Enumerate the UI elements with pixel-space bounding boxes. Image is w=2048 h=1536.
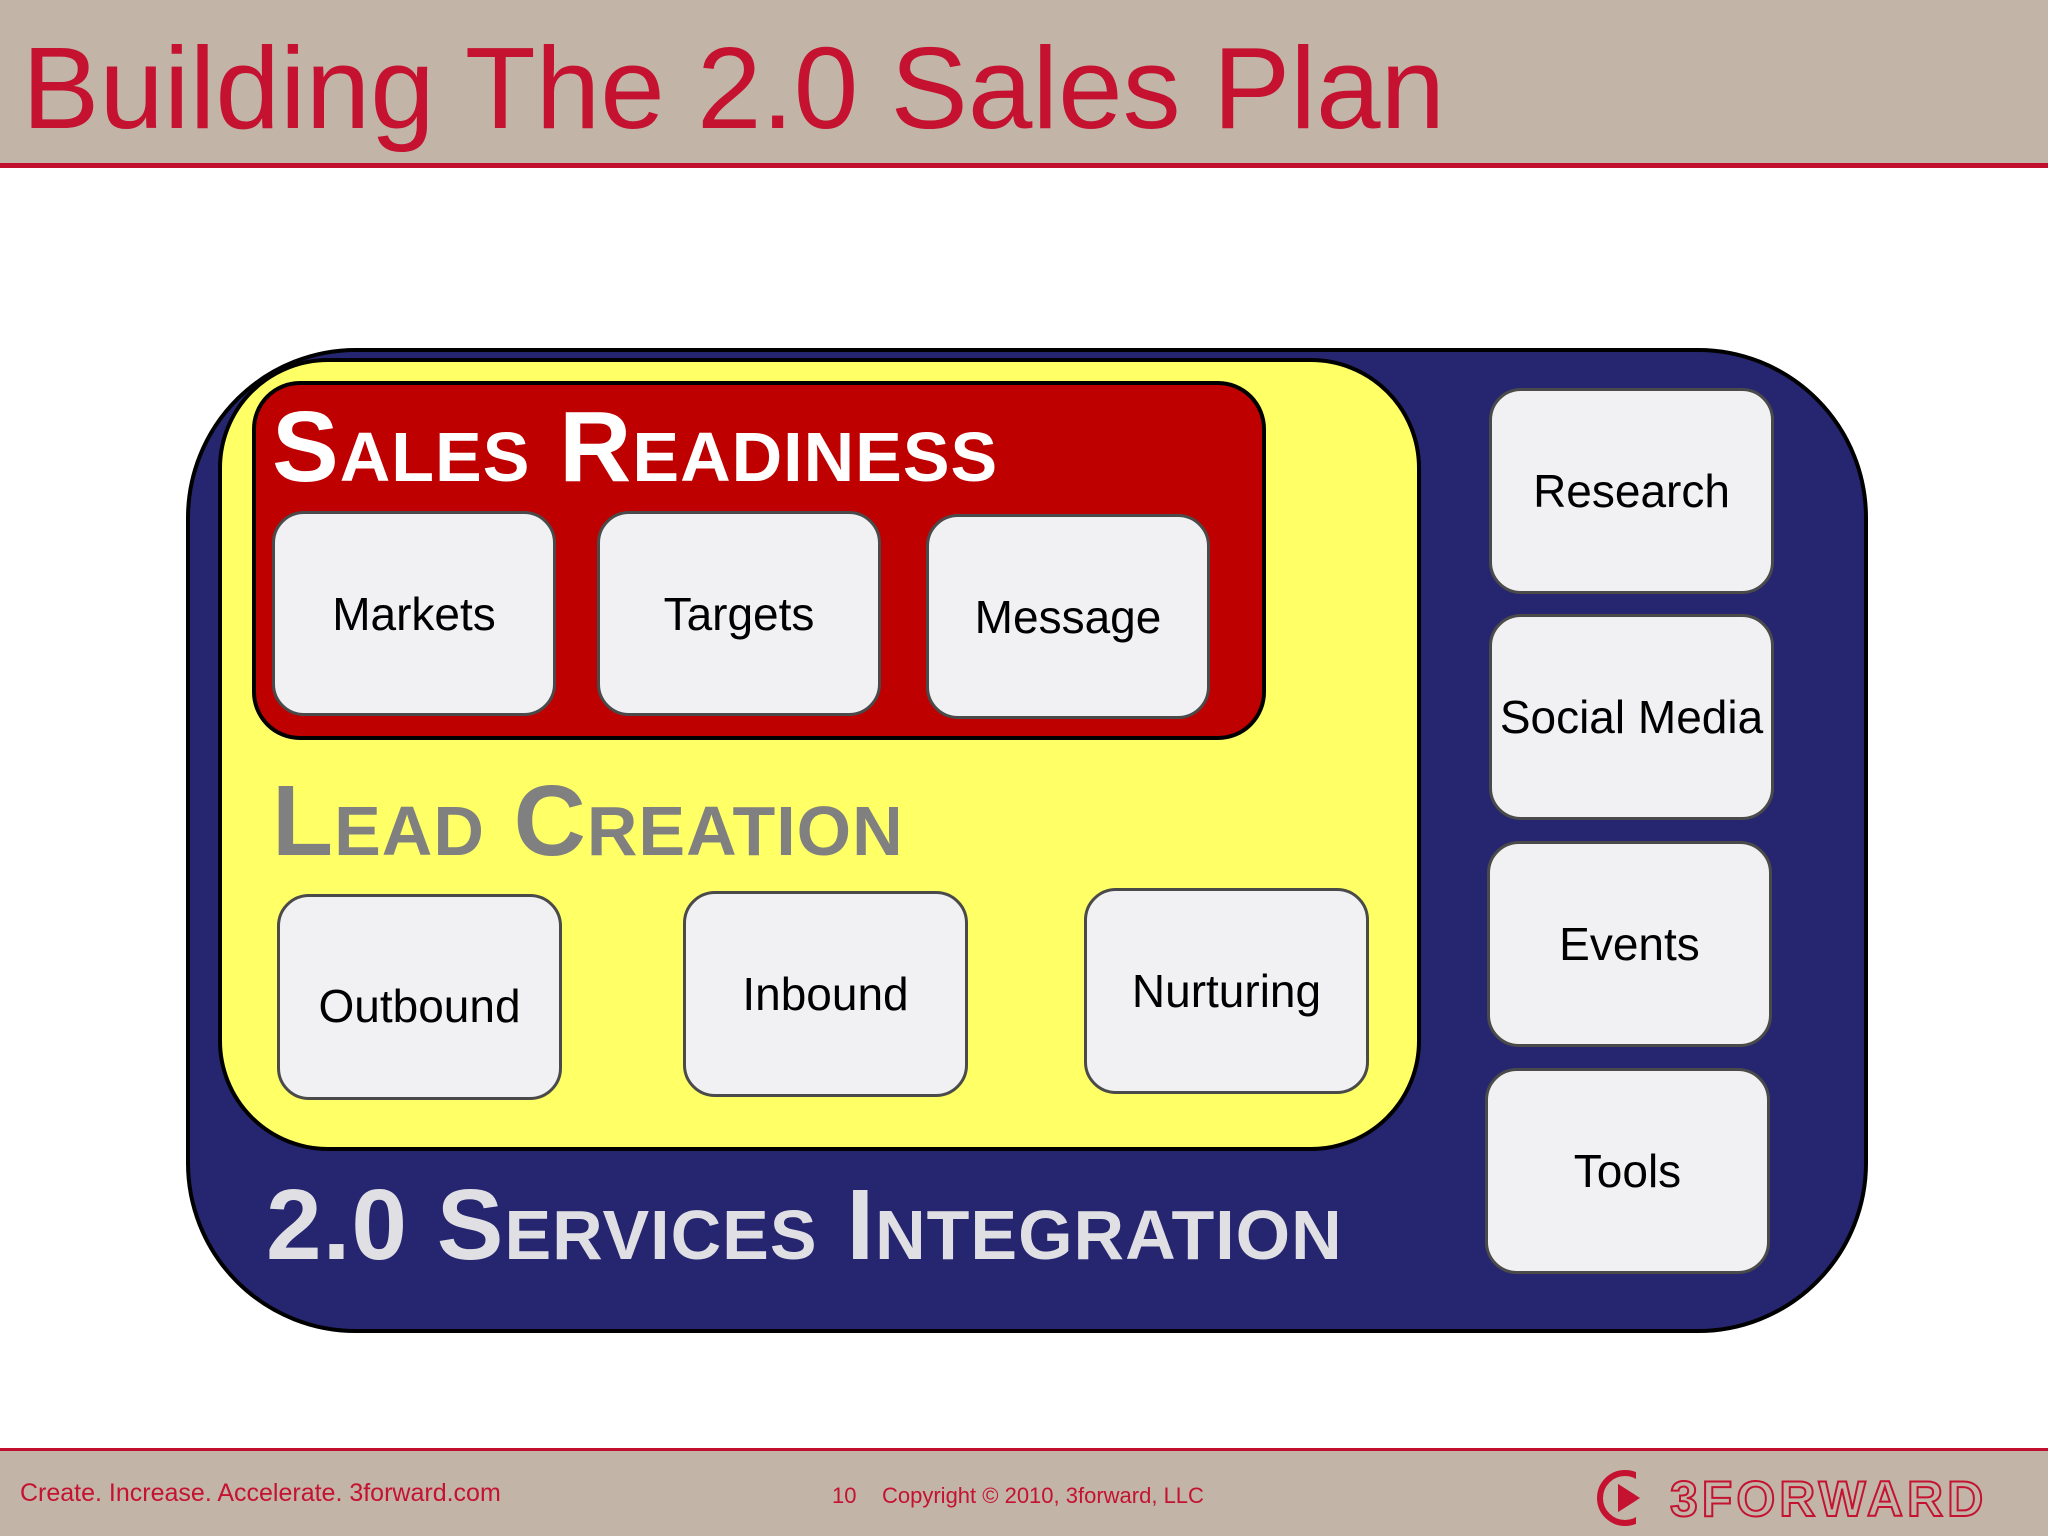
message-box[interactable]: Message <box>926 514 1210 719</box>
footer-bar: Create. Increase. Accelerate. 3forward.c… <box>0 1448 2048 1536</box>
markets-box[interactable]: Markets <box>272 511 556 716</box>
events-label: Events <box>1559 918 1700 970</box>
tools-box[interactable]: Tools <box>1485 1068 1770 1274</box>
message-label: Message <box>974 590 1162 643</box>
title-bar: Building The 2.0 Sales Plan <box>0 0 2048 168</box>
sales-readiness-heading: Sales Readiness <box>272 391 999 503</box>
targets-label: Targets <box>663 587 815 640</box>
page-number: 10 <box>832 1483 857 1508</box>
inbound-label: Inbound <box>742 968 909 1020</box>
lead-creation-heading: Lead Creation <box>272 765 904 877</box>
research-label: Research <box>1533 465 1730 517</box>
3forward-logo: 3FORWARD <box>1596 1469 2032 1528</box>
tools-label: Tools <box>1573 1145 1682 1197</box>
slide-title: Building The 2.0 Sales Plan <box>22 23 1446 153</box>
targets-box[interactable]: Targets <box>597 511 881 716</box>
inbound-box[interactable]: Inbound <box>683 891 968 1097</box>
social-media-label: Social Media <box>1499 691 1764 743</box>
research-box[interactable]: Research <box>1489 388 1774 594</box>
events-box[interactable]: Events <box>1487 841 1772 1047</box>
services-integration-heading: 2.0 Services Integration <box>266 1169 1343 1281</box>
nurturing-label: Nurturing <box>1131 965 1322 1017</box>
copyright-text: Copyright © 2010, 3forward, LLC <box>882 1483 1204 1508</box>
outbound-box[interactable]: Outbound <box>277 894 562 1100</box>
social-media-box[interactable]: Social Media <box>1489 614 1774 820</box>
nurturing-box[interactable]: Nurturing <box>1084 888 1369 1094</box>
markets-label: Markets <box>332 587 496 640</box>
outbound-label: Outbound <box>318 980 521 1032</box>
play-circle-icon <box>1597 1469 1656 1527</box>
logo-wordmark: 3FORWARD <box>1669 1470 1988 1528</box>
footer-tagline: Create. Increase. Accelerate. 3forward.c… <box>20 1479 501 1507</box>
